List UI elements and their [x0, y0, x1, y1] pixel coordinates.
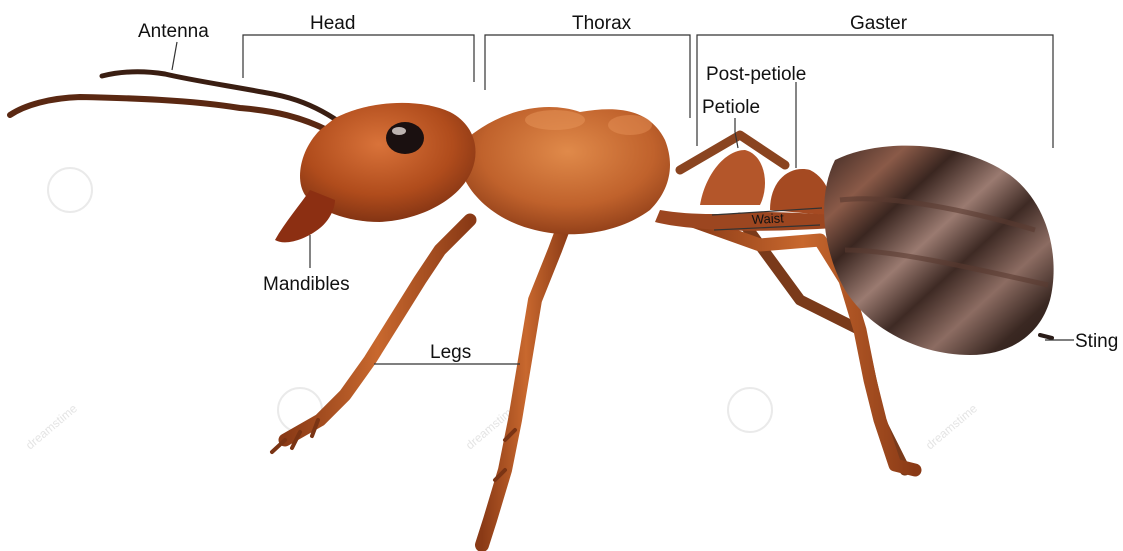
watermark-icon [728, 388, 772, 432]
label-post-petiole: Post-petiole [706, 64, 806, 85]
label-thorax: Thorax [572, 13, 632, 34]
label-waist: Waist [751, 210, 784, 227]
label-sting: Sting [1075, 331, 1118, 352]
watermark-text: dreamstime [23, 401, 80, 452]
antennae [10, 72, 345, 140]
ant-illustration [10, 72, 1054, 545]
label-petiole: Petiole [702, 97, 760, 118]
eye [386, 122, 424, 154]
label-head: Head [310, 13, 355, 34]
thorax-bracket [485, 35, 690, 118]
mandibles [275, 190, 335, 242]
petiole-node [700, 150, 765, 205]
label-gaster: Gaster [850, 13, 908, 34]
label-mandibles: Mandibles [263, 274, 350, 295]
watermark-text: dreamstime [923, 401, 980, 452]
label-antenna: Antenna [138, 21, 209, 42]
front-leg [285, 220, 470, 440]
watermark-icon [48, 168, 92, 212]
head-bracket [243, 35, 474, 82]
antenna-leader [172, 42, 177, 70]
gaster-bracket [697, 35, 1053, 148]
label-legs: Legs [430, 342, 471, 363]
middle-leg [482, 210, 570, 545]
